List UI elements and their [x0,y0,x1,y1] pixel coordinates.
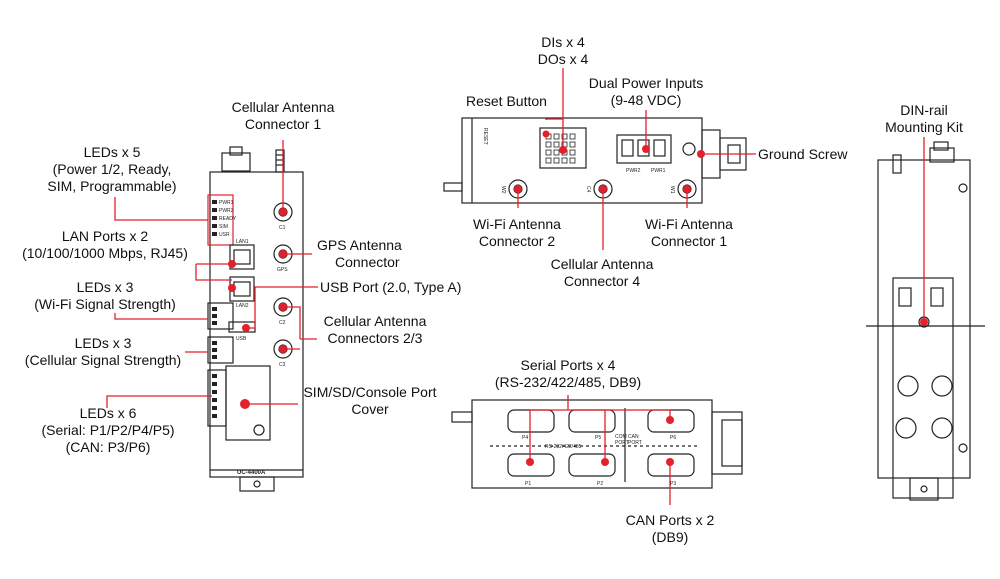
callout-line-1: GPS Antenna [317,237,402,253]
callout-line-3: SIM, Programmable) [47,178,177,194]
callout-line-2: (RS-232/422/485, DB9) [494,374,642,390]
callout-line-1: DIN-rail [900,102,948,118]
callout-line-2: Connector 4 [563,273,641,289]
led-label-pwr1: PWR1 [219,200,234,206]
can-port-1: CAN [628,434,639,440]
led-label-pwr2: PWR2 [219,208,234,214]
lan1-label: LAN1 [236,239,249,245]
callout-serial-ports: Serial Ports x 4 (RS-232/422/485, DB9) [478,357,658,391]
callout-line-1: Ground Screw [758,146,848,162]
callout-line-2: Connector 1 [650,233,728,249]
callout-dio: DIs x 4 DOs x 4 [530,34,596,68]
port-p2: P2 [597,481,603,487]
c3-label: C3 [279,362,286,368]
pwr2-label: PWR2 [626,168,641,174]
port-p3: P3 [670,481,676,487]
port-p1: P1 [525,481,531,487]
callout-gps-antenna: GPS Antenna Connector [317,237,402,271]
reset-label: RESET [482,128,488,145]
model-label: UC-4400A [237,470,266,476]
com-port-1: COM [615,434,627,440]
callout-line-2: (10/100/1000 Mbps, RJ45) [22,245,188,261]
callout-cellular-leds: LEDs x 3 (Cellular Signal Strength) [14,335,192,369]
callout-line-2: Connector 1 [244,116,322,132]
callout-line-2: Mounting Kit [885,119,963,135]
lan2-label: LAN2 [236,303,249,309]
port-p6: P6 [670,435,676,441]
callout-line-2: Connector [335,254,400,270]
callout-dual-power: Dual Power Inputs (9-48 VDC) [580,75,712,109]
com-port-2: PORT [615,440,629,446]
callout-leds-5: LEDs x 5 (Power 1/2, Ready, SIM, Program… [28,144,196,195]
callout-line-2: (Serial: P1/P2/P4/P5) [41,422,175,438]
led-label-sim: SIM [219,224,228,230]
led-label-usr: USR [219,232,230,238]
callout-wifi-antenna-2: Wi-Fi Antenna Connector 2 [462,216,572,250]
callout-line-1: Reset Button [466,93,547,109]
callout-line-1: LEDs x 3 [74,335,132,351]
callout-line-1: LEDs x 5 [83,144,141,160]
w2-label: W2 [500,186,506,194]
callout-usb-port: USB Port (2.0, Type A) [320,279,461,296]
callout-reset-button: Reset Button [466,93,547,110]
c4-label: C4 [585,186,591,193]
callout-line-1: Cellular Antenna [323,313,427,329]
callout-cellular-antenna-2-3: Cellular Antenna Connectors 2/3 [316,313,434,347]
usb-label: USB [236,336,247,342]
callout-cellular-antenna-1: Cellular Antenna Connector 1 [222,99,344,133]
callout-leds-6: LEDs x 6 (Serial: P1/P2/P4/P5) (CAN: P3/… [22,405,194,456]
callout-line-2: DOs x 4 [537,51,589,67]
callout-line-1: LEDs x 3 [76,279,134,295]
top-view-device [443,117,747,204]
callout-line-1: CAN Ports x 2 [625,512,715,528]
side-view-device [866,141,985,501]
callout-line-1: LAN Ports x 2 [61,228,149,244]
callout-line-2: Cover [351,401,389,417]
w1-label: W1 [669,186,675,194]
callout-line-2: (9-48 VDC) [610,92,682,108]
callout-cellular-antenna-4: Cellular Antenna Connector 4 [540,256,664,290]
callout-line-1: Cellular Antenna [550,256,654,272]
callout-lines [106,68,925,505]
gps-label: GPS [277,267,288,273]
c1-label: C1 [279,225,286,231]
callout-dots [228,130,928,466]
c2-label: C2 [279,320,286,326]
port-p5: P5 [595,435,601,441]
callout-line-2: (Cellular Signal Strength) [24,352,182,368]
bottom-view-device [451,399,743,489]
rs-label: RS-232/422/485 [545,444,582,450]
callout-can-ports: CAN Ports x 2 (DB9) [612,512,728,546]
callout-sim-sd-console: SIM/SD/Console Port Cover [300,384,440,418]
callout-line-1: SIM/SD/Console Port [303,384,437,400]
callout-wifi-antenna-1: Wi-Fi Antenna Connector 1 [634,216,744,250]
callout-line-1: Cellular Antenna [231,99,335,115]
callout-wifi-leds: LEDs x 3 (Wi-Fi Signal Strength) [24,279,186,313]
callout-line-1: Serial Ports x 4 [520,357,616,373]
callout-lan-ports: LAN Ports x 2 (10/100/1000 Mbps, RJ45) [10,228,200,262]
front-view-device [207,146,304,492]
callout-line-1: Wi-Fi Antenna [645,216,733,232]
callout-line-1: USB Port (2.0, Type A) [320,279,462,295]
port-p4: P4 [522,435,528,441]
callout-line-2: (Power 1/2, Ready, [52,161,172,177]
callout-ground-screw: Ground Screw [758,146,847,163]
pwr1-label: PWR1 [651,168,666,174]
callout-line-1: Wi-Fi Antenna [473,216,561,232]
led-label-ready: READY [219,216,237,222]
can-port-2: PORT [628,440,642,446]
callout-line-2: Connector 2 [478,233,556,249]
callout-line-2: (DB9) [651,529,689,545]
callout-line-1: Dual Power Inputs [588,75,704,91]
callout-din-rail: DIN-rail Mounting Kit [872,102,976,136]
callout-line-1: DIs x 4 [541,34,585,50]
callout-line-3: (CAN: P3/P6) [65,439,151,455]
callout-line-2: (Wi-Fi Signal Strength) [34,296,176,312]
callout-line-2: Connectors 2/3 [327,330,423,346]
callout-line-1: LEDs x 6 [79,405,137,421]
